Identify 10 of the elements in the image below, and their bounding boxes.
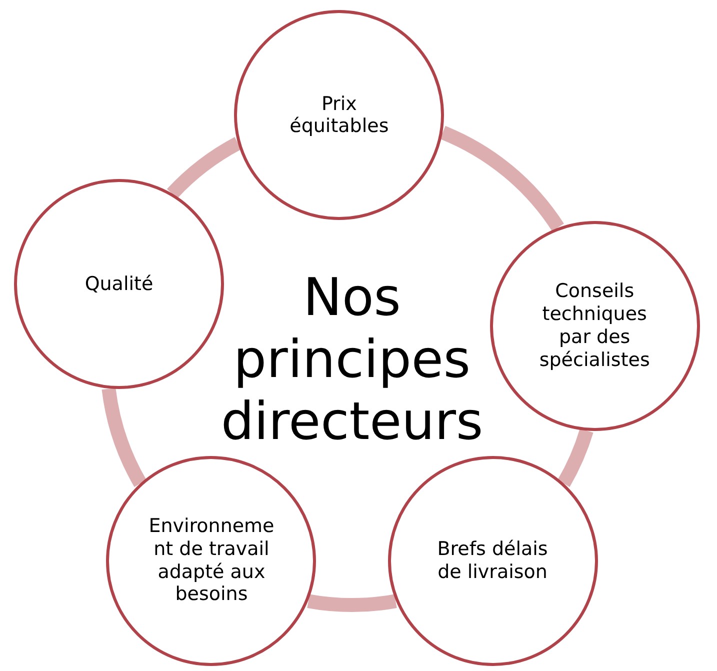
circle-label: Conseils techniques par des spécialistes (538, 280, 651, 372)
ring-segment (557, 428, 594, 487)
circle-label: Brefs délais de livraison (436, 538, 549, 584)
circle-label: Environneme nt de travail adapté aux besoins (148, 515, 276, 606)
ring-segment (102, 388, 147, 487)
circle-label: Prix équitables (288, 92, 390, 138)
circle-label: Qualité (84, 272, 154, 296)
heading-text: Nos principes directeurs (202, 266, 502, 454)
ring-segment (307, 594, 397, 612)
ring-segment (440, 126, 564, 232)
